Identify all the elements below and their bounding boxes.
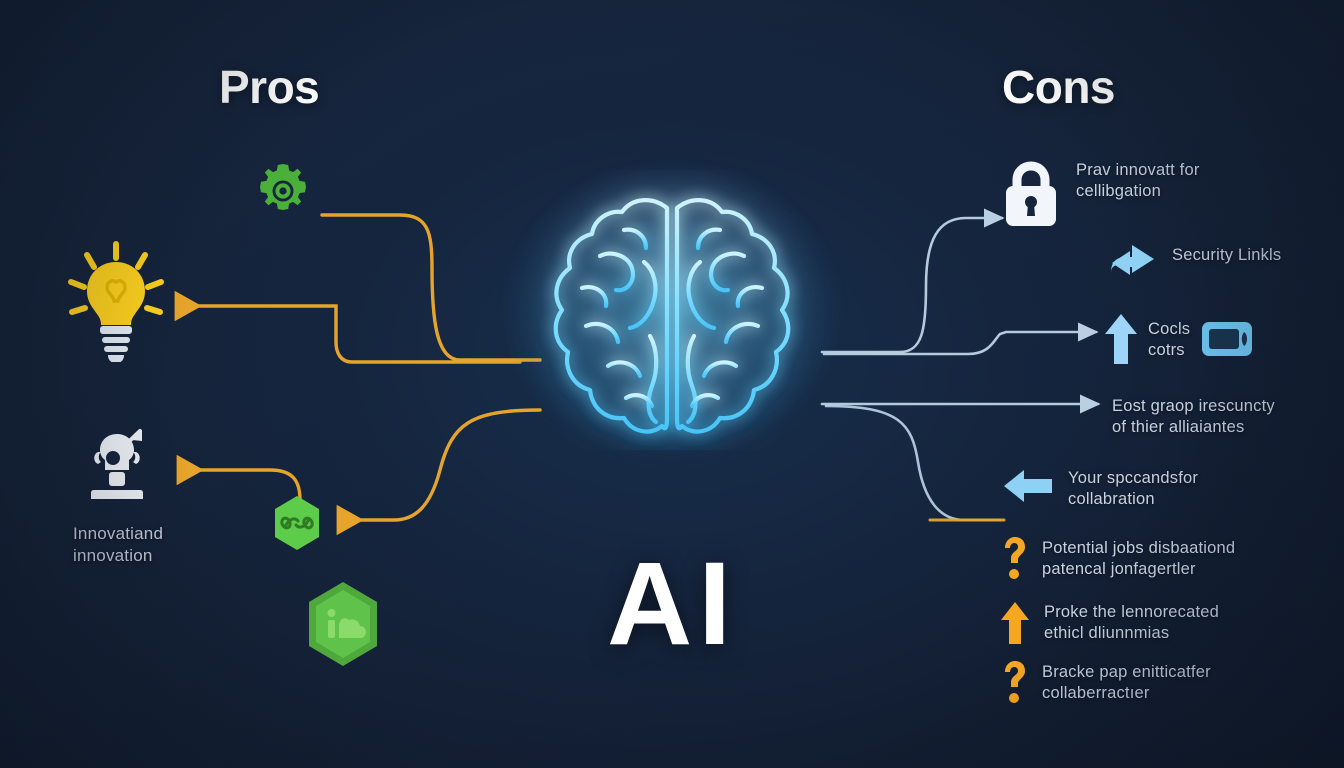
cons-item-text: Potential jobs disbaationd patencal jonf… [1042,539,1236,579]
padlock-icon [1006,161,1056,226]
cons-item-ethics: Proke the lennorecated ethicl dliunnmias [1000,600,1219,646]
cons-item-security-links: Security Linkls [1104,243,1281,283]
hexagon-cloud-icon [309,582,377,666]
brain-icon [553,198,791,434]
cons-column-title: Cons [1002,61,1116,113]
cons-item-text: Prav innovatt for cellibgation [1076,161,1200,201]
cons-item-jobs: Potential jobs disbaationd patencal jonf… [1000,536,1235,581]
arrow-right-curved-icon [1111,245,1154,275]
cons-item-text: Proke the lennorecated ethicl dliunnmias [1044,603,1220,643]
arrow-up-icon [1001,602,1029,644]
cons-item-collaboration: Your spccandsfor collabration [1002,466,1198,511]
cons-item-costs: Cocls cotrs [1104,312,1254,366]
cons-item-text: Security Linkls [1172,246,1282,264]
hexagon-link-icon [275,496,319,550]
cons-item-text: Eost graop irescuncty of thier alliaiant… [1112,397,1275,437]
question-mark-icon [1005,661,1025,703]
lightbulb-icon [68,241,164,362]
cons-item-risk: Eost graop irescuncty of thier alliaiant… [1112,394,1275,439]
cons-item-text: Cocls cotrs [1148,319,1191,359]
pros-column-title: Pros [219,61,320,113]
cons-item-text: Your spccandsfor collabration [1068,469,1199,509]
ai-brain-graphic [507,165,837,455]
cons-item-security-lock: Prav innovatt for cellibgation [1000,158,1200,230]
cons-item-gap: Bracke pap enitticatfer collaberractıer [1000,660,1211,705]
device-screen-icon [1202,322,1253,356]
ai-wordmark: AI [607,538,737,670]
cons-item-text: Bracke pap enitticatfer collaberractıer [1042,663,1211,703]
arrow-left-icon [1004,470,1052,502]
question-mark-icon [1005,537,1025,579]
arrow-up-icon [1105,314,1137,364]
gear-icon [260,164,306,210]
pros-label-innovation: Innovatiand innovation [73,524,164,566]
robot-growth-icon [91,429,143,499]
